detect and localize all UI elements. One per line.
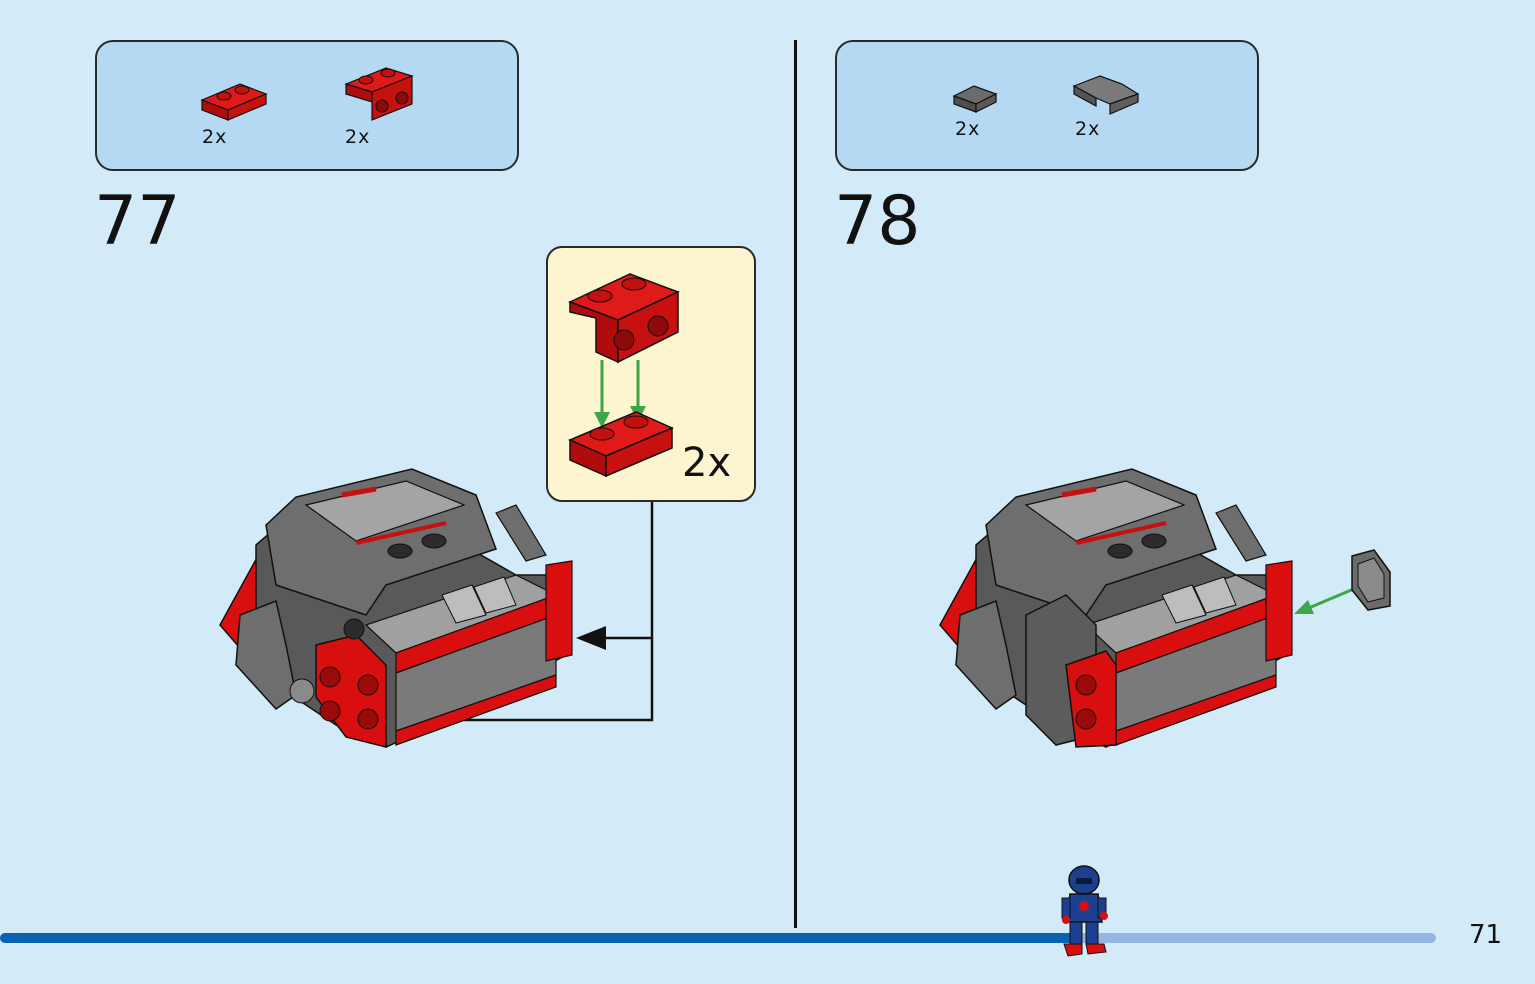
grey-tile-1x1-icon — [952, 85, 998, 113]
step-number: 77 — [94, 182, 181, 261]
callout-bracket-icon — [568, 273, 680, 364]
red-bracket-1x2-icon — [344, 67, 414, 121]
callout-qty: 2x — [682, 440, 732, 486]
part-qty: 2x — [345, 126, 371, 148]
part-qty: 2x — [202, 126, 228, 148]
part-qty: 2x — [1075, 118, 1101, 140]
progress-bar — [0, 933, 1080, 943]
green-arrows-icon — [594, 360, 646, 428]
red-plate-1x2-icon — [200, 83, 268, 121]
placement-arrow-icon — [1294, 549, 1391, 614]
page-number: 71 — [1469, 920, 1503, 950]
model-assembly-78 — [939, 468, 1293, 748]
model-assembly-77 — [219, 468, 573, 748]
parts-list-step-78 — [835, 40, 1259, 171]
part-qty: 2x — [955, 118, 981, 140]
grey-slope-icon — [1072, 75, 1140, 115]
callout-plate-icon — [568, 411, 674, 478]
parts-list-step-77 — [95, 40, 519, 171]
minifigure-icon — [1061, 865, 1108, 957]
page-divider — [794, 40, 797, 928]
step-number: 78 — [834, 182, 921, 261]
